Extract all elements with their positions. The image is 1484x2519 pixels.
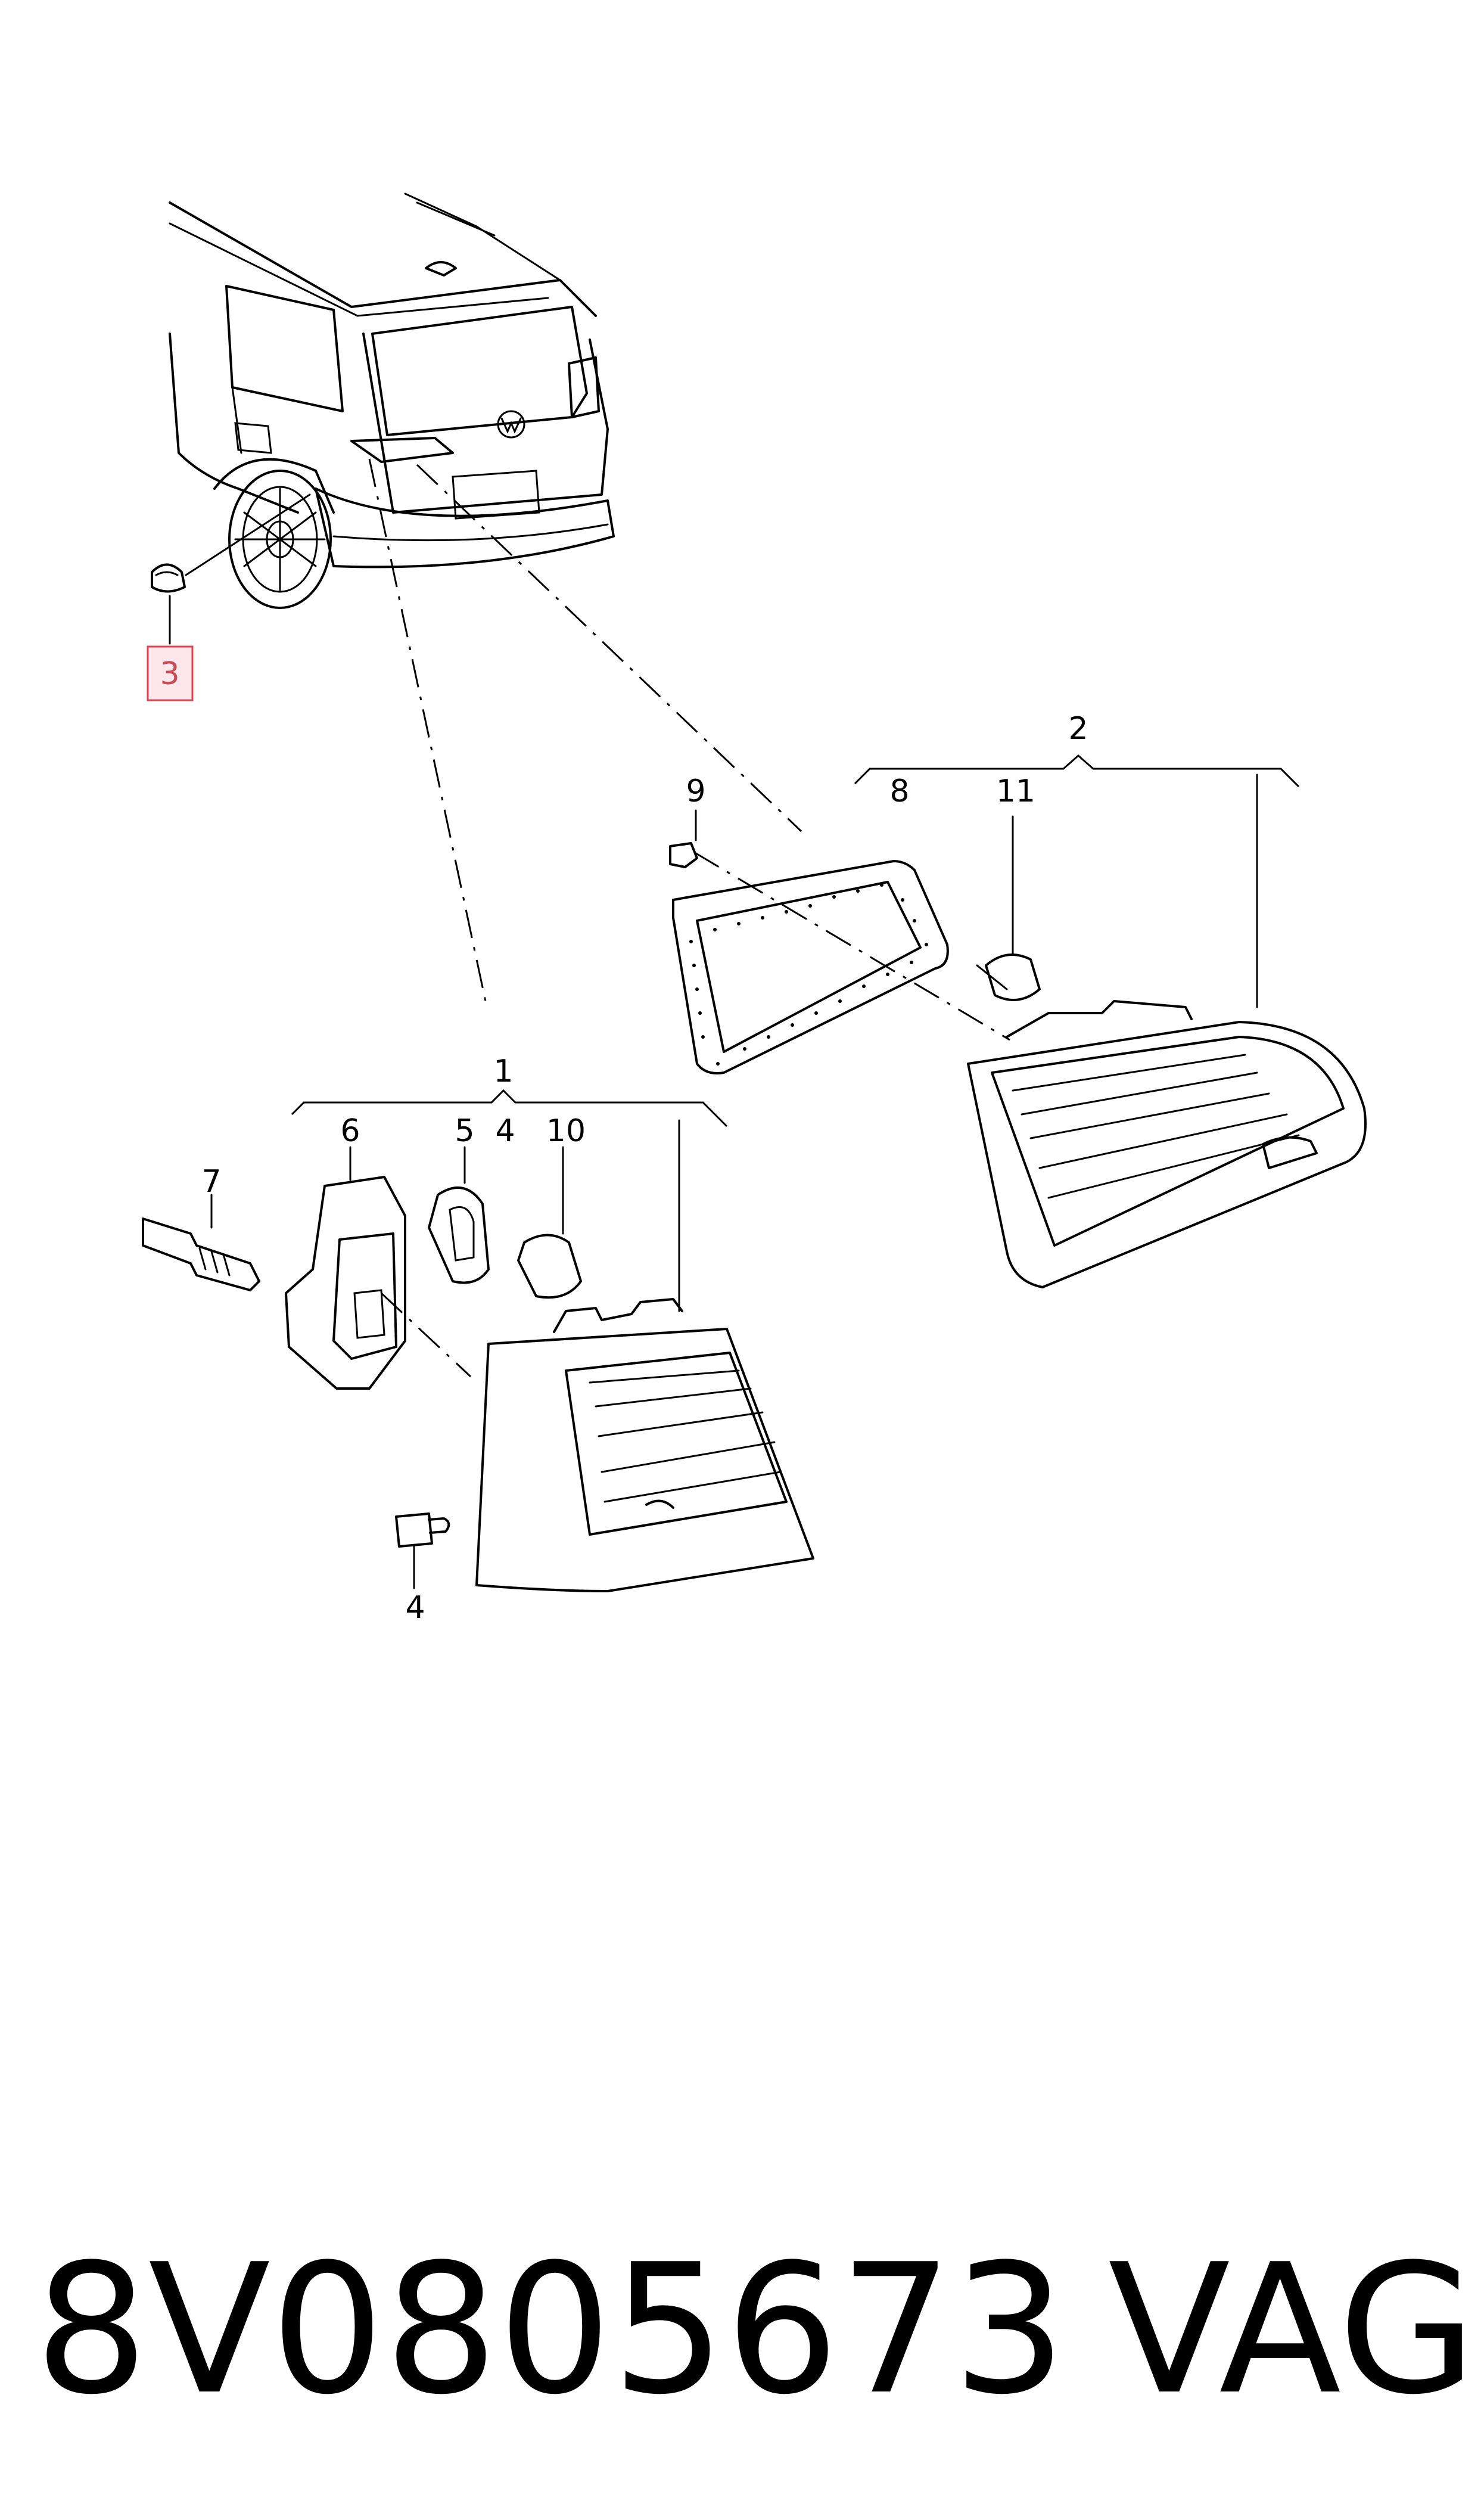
callout-2: 2	[1068, 711, 1088, 747]
callout-7: 7	[201, 1164, 221, 1200]
part-9-clip	[669, 809, 698, 868]
part-7-socket	[142, 1194, 260, 1291]
part-10-bulb	[517, 1146, 582, 1299]
callout-4-bottom: 4	[405, 1590, 425, 1626]
part-5-seal	[428, 1146, 490, 1284]
group-brackets	[291, 754, 1300, 1128]
callout-8: 8	[889, 774, 909, 809]
callout-10: 10	[546, 1113, 586, 1149]
part-number: 8V0805673	[35, 2226, 1067, 2434]
part-6-holder	[285, 1146, 406, 1390]
callout-9: 9	[686, 774, 705, 809]
part-11-bulb	[976, 815, 1041, 1001]
part-2-inner-lamp	[967, 774, 1367, 1288]
car-illustration	[169, 192, 615, 609]
footer: 8V0805673 VAG	[0, 2205, 1484, 2455]
callout-labels: 1 2 4 4 5 6 7 8 9 10 11 3	[147, 645, 1088, 1626]
callout-4-top: 4	[495, 1113, 515, 1149]
brand-name: VAG	[1108, 2226, 1477, 2434]
callout-3: 3	[160, 656, 179, 692]
assembly-leaders	[368, 458, 1010, 1378]
callout-6: 6	[340, 1113, 360, 1149]
part-3-grommet	[151, 493, 311, 645]
callout-11: 11	[996, 774, 1035, 809]
callout-5: 5	[455, 1113, 474, 1149]
callout-3-highlight: 3	[147, 645, 194, 701]
part-1-outer-lamp	[475, 1119, 814, 1592]
part-8-gasket	[672, 860, 949, 1074]
part-4-clip	[395, 1512, 450, 1589]
callout-1: 1	[493, 1054, 513, 1089]
